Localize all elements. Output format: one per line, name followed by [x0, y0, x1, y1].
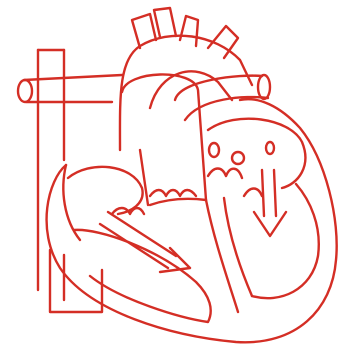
pulmonary-veins [209, 142, 274, 164]
pulmonary-valve [208, 169, 242, 179]
left-ventricle-wall [252, 184, 319, 298]
right-atrium-wall [68, 167, 143, 214]
aortic-valve [150, 190, 196, 196]
left-pulmonary-artery-opening [258, 75, 270, 99]
inferior-vena-cava [50, 250, 102, 312]
mitral-valve [244, 189, 262, 197]
ascending-aorta [122, 74, 206, 205]
left-atrium-wall [208, 119, 305, 188]
heart-outline [47, 99, 337, 342]
pulmonary-vein-opening [209, 143, 219, 157]
pulmonary-vein-opening [266, 142, 274, 154]
right-ventricle-wall [74, 230, 211, 322]
right-pulmonary-artery-opening [18, 80, 32, 102]
pulmonary-trunk [175, 75, 270, 120]
flow-arrows [100, 170, 286, 272]
pulmonary-vein-opening [232, 152, 244, 164]
right-ventricle-flow-arrow [100, 212, 190, 272]
right-pulmonary-artery [18, 75, 122, 102]
left-ventricle-flow-arrow [254, 170, 286, 236]
interventricular-septum [206, 200, 238, 312]
tricuspid-valve [112, 208, 144, 214]
